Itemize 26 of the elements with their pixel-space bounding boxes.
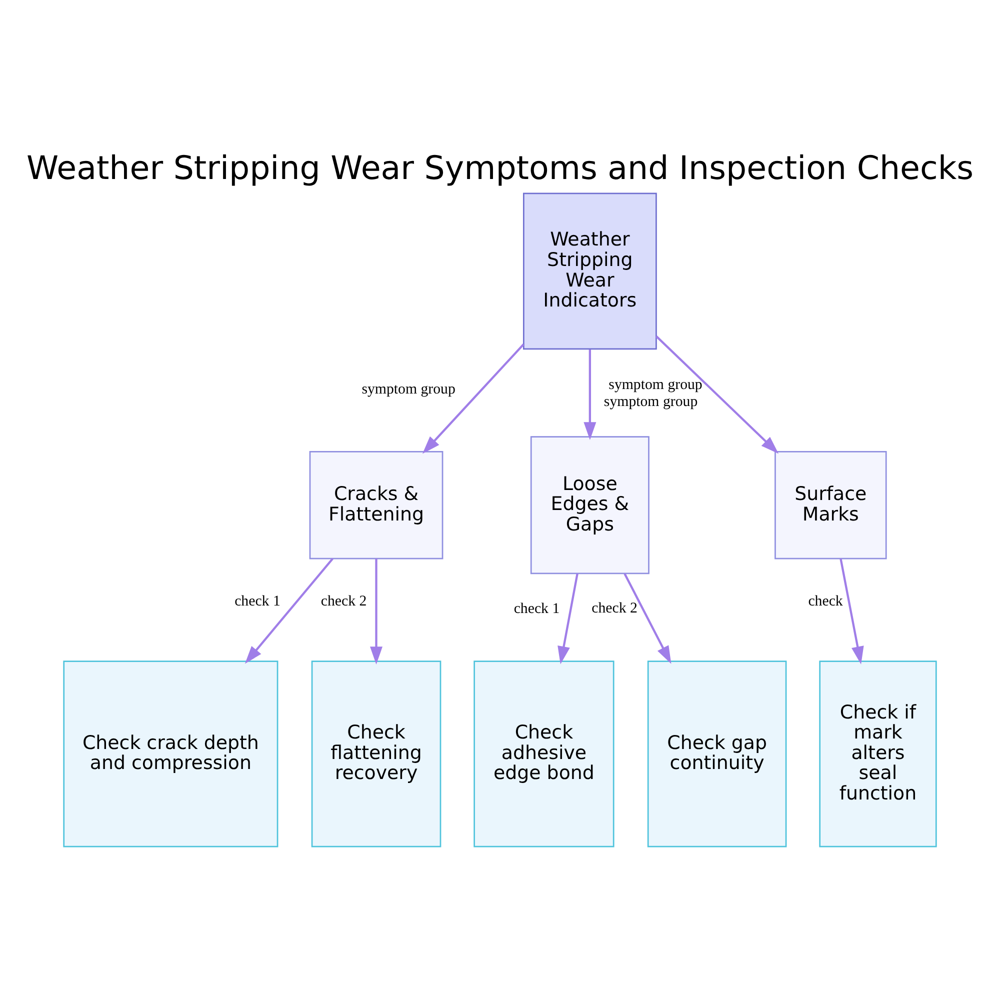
edge-label: check 2 — [320, 593, 367, 610]
edge-label: symptom group — [604, 393, 698, 410]
arrow — [584, 349, 596, 440]
arrow — [624, 572, 672, 664]
arrow — [422, 343, 524, 454]
node-box: Loose Edges & Gaps — [530, 436, 650, 574]
arrow — [370, 558, 383, 664]
arrow — [244, 557, 334, 664]
arrow — [656, 335, 779, 454]
node-box: Check flattening recovery — [311, 660, 442, 847]
diagram-title: Weather Stripping Wear Symptoms and Inspection Checks — [26, 148, 974, 186]
arrow — [840, 558, 864, 664]
node-box: Surface Marks — [774, 450, 887, 559]
node-box: Check if mark alters seal function — [819, 660, 937, 847]
node-box: Check adhesive edge bond — [474, 660, 614, 847]
edge-label: check — [808, 593, 843, 610]
edge-label: symptom group — [362, 380, 456, 397]
node-box: Check crack depth and compression — [63, 660, 278, 847]
node-box: Weather Stripping Wear Indicators — [523, 192, 657, 350]
node-box: Check gap continuity — [647, 660, 787, 847]
edge-label: check 1 — [514, 600, 560, 617]
arrow — [558, 573, 578, 664]
edge-label: check 1 — [234, 592, 280, 609]
edge-label: symptom group — [608, 376, 702, 392]
edge-label: check 2 — [592, 600, 638, 616]
node-box: Cracks & Flattening — [309, 450, 444, 559]
